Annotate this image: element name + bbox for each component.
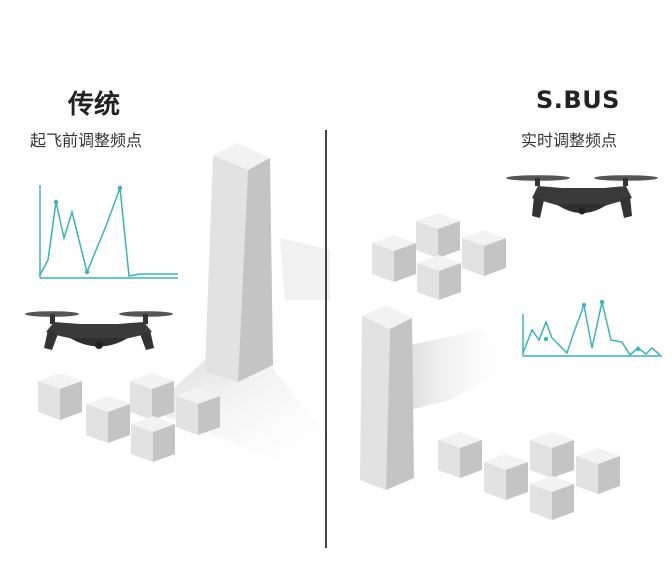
building-block-icon (131, 416, 175, 462)
left-drone-icon (25, 311, 173, 350)
building-block-icon (176, 388, 220, 435)
left-tower-icon (205, 143, 273, 382)
center-divider (325, 130, 327, 548)
right-drone-icon (506, 175, 658, 218)
building-block-icon (417, 255, 461, 300)
building-block-icon (530, 476, 574, 520)
left-building-blocks (38, 373, 220, 462)
building-block-icon (462, 230, 506, 276)
building-block-icon (438, 432, 482, 478)
building-block-icon (530, 432, 574, 478)
building-block-icon (484, 454, 528, 500)
building-block-icon (130, 373, 174, 420)
building-block-icon (372, 235, 416, 282)
building-block-icon (86, 396, 130, 443)
left-panel-title: 传统 (68, 90, 121, 120)
right-panel-subtitle: 实时调整频点 (521, 131, 618, 150)
left-tower-shadow (150, 238, 330, 470)
right-lower-building-blocks (438, 432, 620, 520)
right-tower-icon (360, 305, 414, 490)
right-tower-shadow (410, 330, 520, 410)
right-upper-building-blocks (372, 213, 506, 300)
right-signal-graph-icon (522, 299, 662, 357)
building-block-icon (38, 373, 82, 420)
left-panel-subtitle: 起飞前调整频点 (30, 131, 143, 150)
right-panel-title: S.BUS (536, 86, 620, 114)
building-block-icon (416, 213, 460, 258)
left-signal-graph-icon (39, 185, 178, 279)
building-block-icon (576, 448, 620, 494)
